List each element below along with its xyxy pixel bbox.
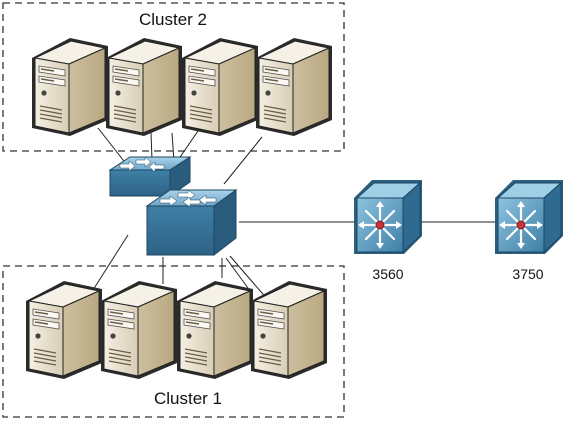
connection-lines (92, 117, 497, 301)
link-c1s3b (225, 257, 249, 289)
switch-3750-label: 3750 (512, 266, 543, 282)
cluster-1-boundary (2, 265, 345, 418)
link-c2s4 (223, 136, 263, 185)
server-icon (181, 37, 259, 137)
stacked-switch-icon (108, 156, 238, 257)
multilayer-switch-icon (352, 178, 424, 256)
server-icon (105, 37, 183, 137)
cluster-2-label: Cluster 2 (139, 10, 207, 29)
server-icon (25, 280, 103, 380)
cluster-2-boundary (2, 2, 345, 152)
link-c2s1 (97, 127, 128, 166)
link-c1s1 (92, 234, 129, 291)
switch-3560-group: 3560 (352, 178, 424, 282)
server-icon (100, 280, 178, 380)
server-icon (250, 280, 328, 380)
cluster-2-group: Cluster 2 (2, 2, 345, 152)
server-icon (255, 37, 333, 137)
multilayer-switch-icon (493, 178, 563, 256)
cluster-1-label: Cluster 1 (154, 389, 222, 408)
switch-3560-label: 3560 (372, 266, 403, 282)
cluster-2-servers (31, 37, 333, 137)
server-icon (176, 280, 254, 380)
link-c2s2 (150, 132, 153, 161)
cluster-1-group: Cluster 1 (2, 265, 345, 418)
server-icon (31, 37, 109, 137)
link-c1s4 (229, 255, 269, 301)
switch-3750-group: 3750 (493, 178, 563, 282)
cluster-1-servers (25, 280, 328, 380)
